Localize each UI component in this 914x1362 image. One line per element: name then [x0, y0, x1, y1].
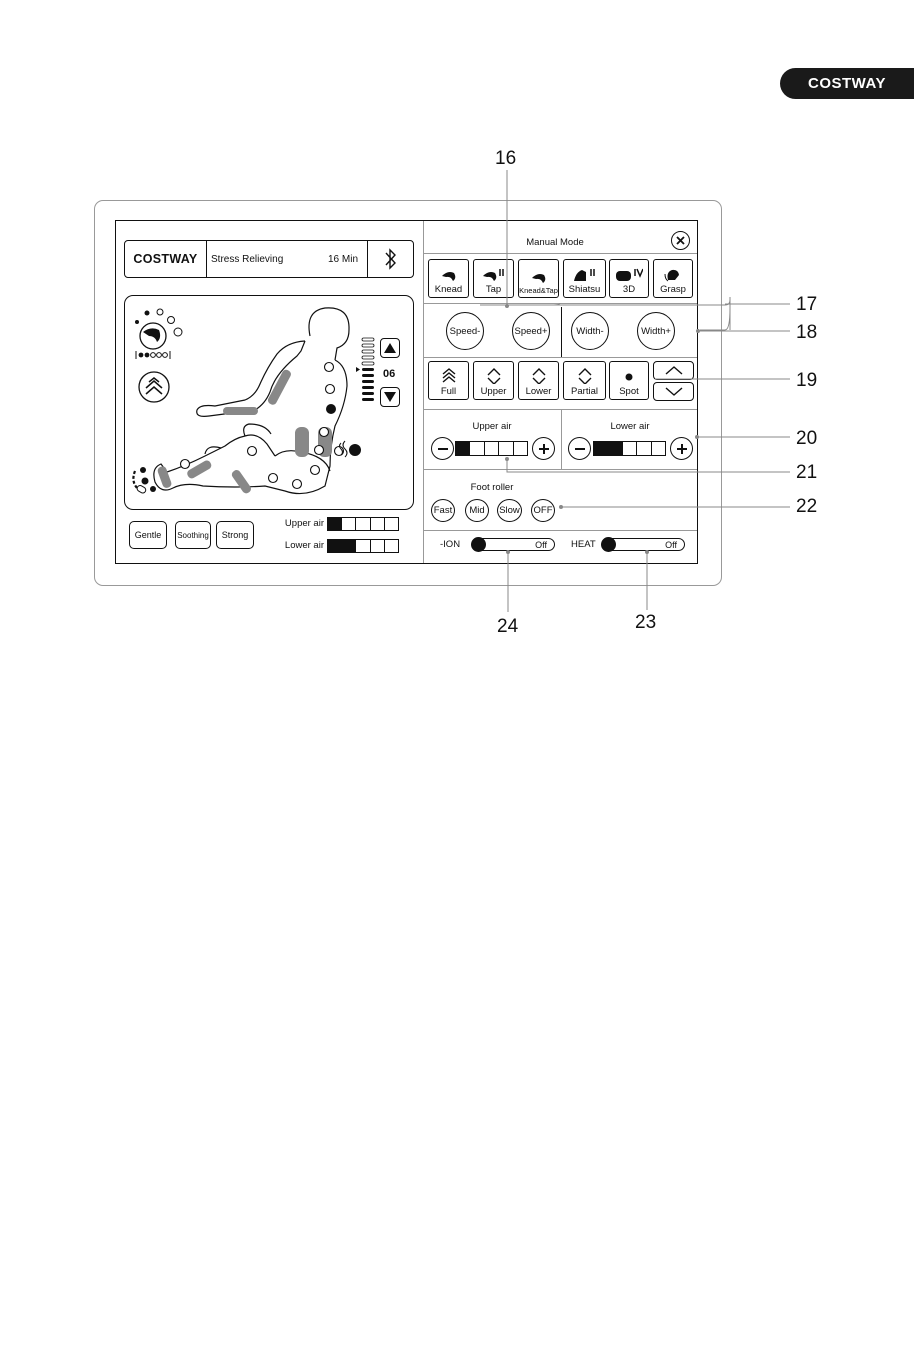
callout-leader-lines [0, 0, 914, 700]
